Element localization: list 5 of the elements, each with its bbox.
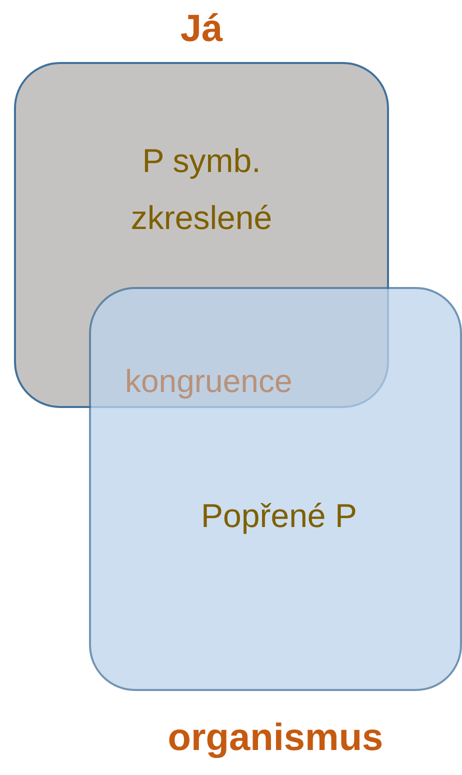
- box-text: Popřené P: [201, 496, 357, 536]
- box-text: P symb. zkreslené: [130, 141, 274, 238]
- overlap-label: kongruence: [125, 363, 292, 400]
- heading: Já: [180, 8, 223, 51]
- heading: organismus: [168, 717, 384, 760]
